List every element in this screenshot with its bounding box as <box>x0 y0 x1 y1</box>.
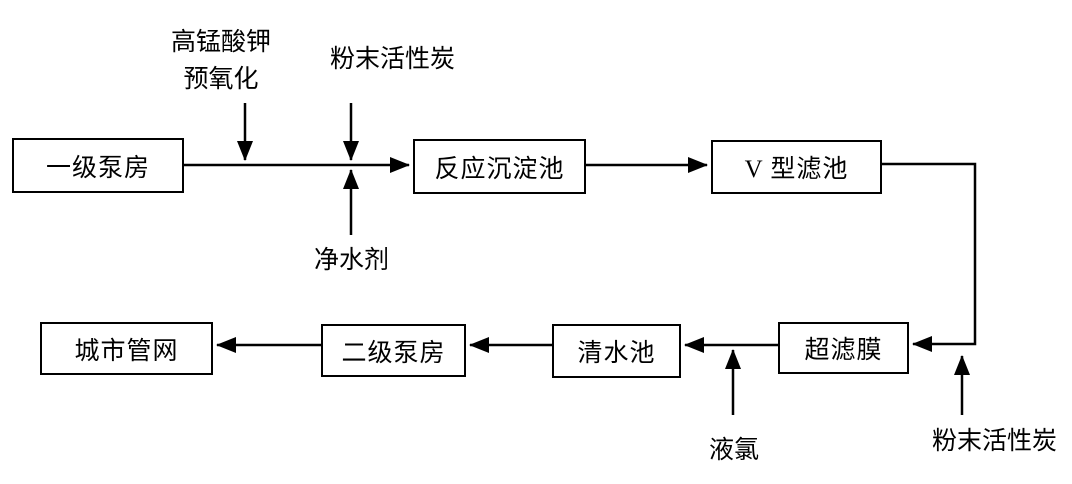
node-secondary-pump: 二级泵房 <box>321 324 466 377</box>
node-ultrafiltration-membrane: 超滤膜 <box>778 322 909 374</box>
label-powdered-activated-carbon-right: 粉末活性炭 <box>932 428 1058 455</box>
label-liquid-chlorine: 液氯 <box>709 437 760 464</box>
label-potassium-permanganate-preoxidation: 高锰酸钾 预氧化 <box>148 24 294 98</box>
node-reaction-sedimentation-tank: 反应沉淀池 <box>413 139 586 194</box>
flow-arrow-v-filter-to-uf-membrane <box>882 162 977 352</box>
label-powdered-activated-carbon-top: 粉末活性炭 <box>330 46 456 73</box>
node-city-pipe-network: 城市管网 <box>40 322 213 375</box>
label-potassium-permanganate-line2: 预氧化 <box>183 66 259 93</box>
node-primary-pump: 一级泵房 <box>12 138 184 193</box>
label-water-purifier: 净水剂 <box>314 247 390 274</box>
label-potassium-permanganate-line1: 高锰酸钾 <box>170 29 271 56</box>
node-v-type-filter: V 型滤池 <box>711 140 882 194</box>
node-clear-water-tank: 清水池 <box>552 324 681 378</box>
